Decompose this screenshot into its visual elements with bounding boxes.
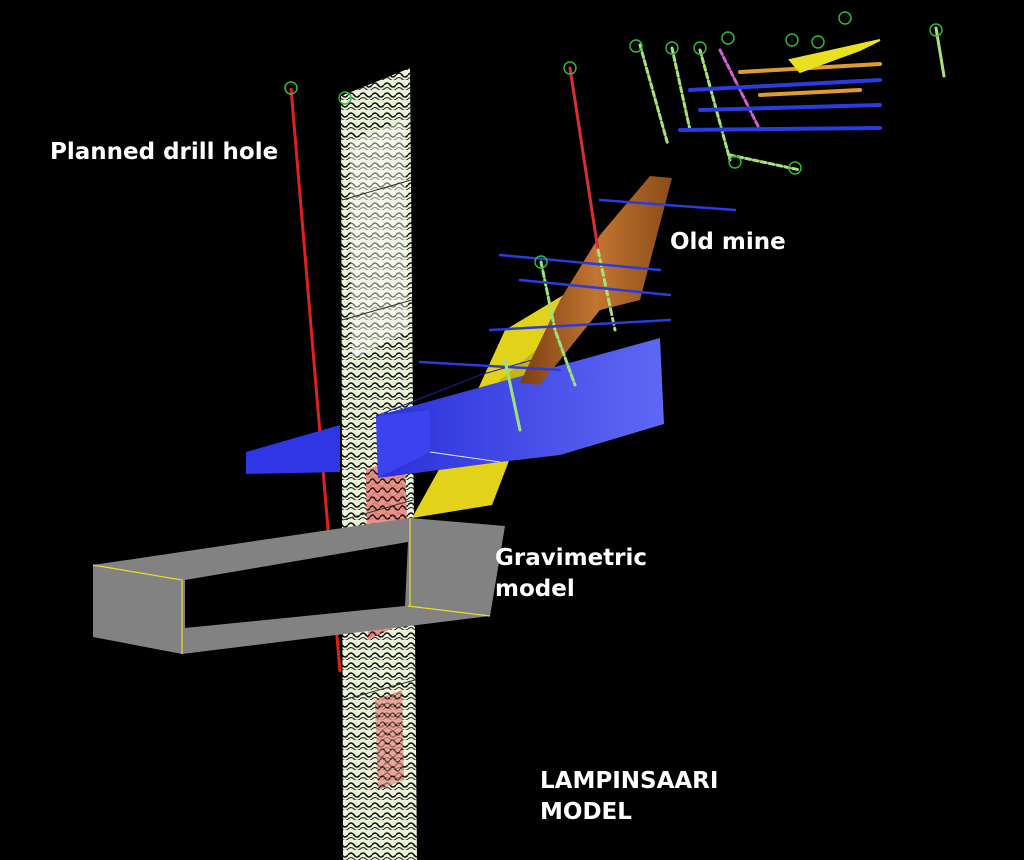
drill-collar-icon — [721, 31, 735, 45]
old-mine-label: Old mine — [670, 229, 786, 255]
drill-collar-icon — [785, 33, 799, 47]
gravimetric-model-label-line1: Gravimetric — [495, 545, 648, 571]
drill-collar-icon — [788, 161, 802, 175]
blue-bodies — [246, 338, 664, 478]
model-title-line1: LAMPINSAARI — [540, 768, 719, 794]
gravimetric-model-label: Gravimetric model — [495, 543, 647, 605]
old-mine — [520, 176, 672, 385]
drill-collar-icon — [838, 11, 852, 25]
model-title: LAMPINSAARI MODEL — [540, 766, 718, 828]
drill-collar-icon — [284, 81, 298, 95]
collar-markers — [338, 11, 943, 269]
drill-collar-icon — [629, 39, 643, 53]
drill-collar-icon — [728, 155, 742, 169]
existing-drill-holes — [418, 26, 946, 432]
planned-drill-hole-label: Planned drill hole — [50, 139, 279, 165]
drill-collar-icon — [665, 41, 679, 55]
drill-collar-icon — [338, 91, 352, 105]
drill-collar-icon — [929, 23, 943, 37]
drill-collar-icon — [563, 61, 577, 75]
drill-collar-icon — [693, 41, 707, 55]
drill-collar-icon — [811, 35, 825, 49]
gravimetric-model-label-line2: model — [495, 576, 575, 602]
drill-collar-icon — [534, 255, 548, 269]
gravimetric-model — [92, 518, 505, 654]
model-title-line2: MODEL — [540, 799, 632, 825]
